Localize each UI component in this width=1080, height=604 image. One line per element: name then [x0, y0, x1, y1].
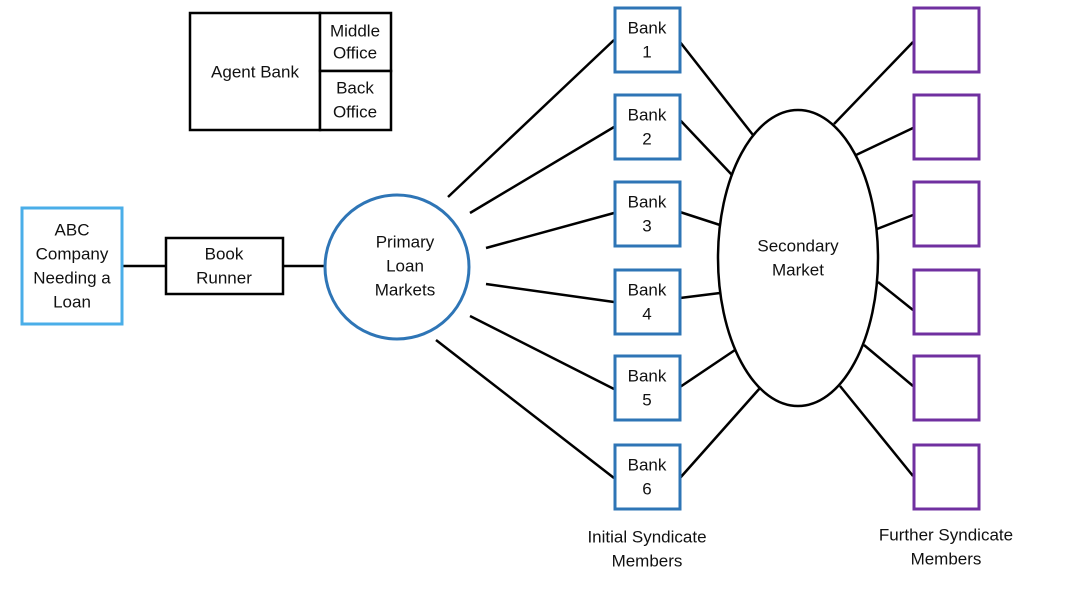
connector-secondary-further-1	[833, 41, 914, 125]
bank-4-label-line: Bank	[628, 281, 667, 300]
company-label-line: Loan	[53, 293, 91, 312]
bank-2-label-line: 2	[642, 130, 651, 149]
bank-1-label-line: 1	[642, 43, 651, 62]
book-runner-label-line: Runner	[196, 269, 252, 288]
nodes: Agent BankMiddleOfficeBackOfficeABCCompa…	[20, 6, 981, 511]
bank-1-label-line: Bank	[628, 19, 667, 38]
middle-office-label-line: Middle	[330, 22, 380, 41]
bank-6-label-line: 6	[642, 480, 651, 499]
primary-loan-markets-label-line: Primary	[376, 233, 435, 252]
connector-bank-4-secondary	[679, 291, 721, 300]
back-office-label-line: Office	[333, 103, 377, 122]
bank-3-box	[613, 180, 682, 248]
connector-primary-bank-6	[435, 339, 615, 479]
connector-primary-bank-1	[447, 39, 615, 198]
back-office-label-line: Back	[336, 79, 374, 98]
company-label-line: Company	[36, 245, 109, 264]
further-member-1-box	[912, 6, 981, 74]
connector-secondary-further-6	[839, 385, 914, 477]
connector-secondary-further-2	[855, 126, 914, 157]
connector-bank-1-secondary	[679, 41, 754, 136]
further-member-3-box	[912, 180, 981, 248]
agent-bank-box	[188, 11, 322, 132]
book-runner-box	[164, 236, 285, 296]
bank-3-label-line: Bank	[628, 193, 667, 212]
initial-syndicate-caption-line: Members	[612, 552, 683, 571]
bank-6-box	[613, 443, 682, 511]
connector-primary-bank-4	[485, 282, 615, 304]
primary-loan-markets-circle	[323, 193, 471, 341]
initial-syndicate-caption-line: Initial Syndicate	[587, 528, 706, 547]
connector-bank-5-secondary	[679, 348, 736, 389]
connector-bank-6-secondary	[679, 387, 761, 479]
bank-5-label-line: Bank	[628, 367, 667, 386]
primary-loan-markets-label-line: Loan	[386, 257, 424, 276]
middle-office-label-line: Office	[333, 44, 377, 63]
bank-3-label-line: 3	[642, 217, 651, 236]
secondary-market-label-line: Market	[772, 261, 824, 280]
middle-office-box	[318, 11, 393, 73]
further-syndicate-caption-line: Members	[911, 550, 982, 569]
book-runner-label-line: Book	[205, 245, 244, 264]
secondary-market-ellipse	[716, 108, 880, 408]
agent-bank-label: Agent Bank	[211, 63, 299, 82]
bank-5-box	[613, 354, 682, 422]
bank-2-box	[613, 93, 682, 161]
connector-bank-3-secondary	[679, 210, 721, 227]
back-office-box	[318, 69, 393, 132]
connector-primary-bank-3	[485, 211, 615, 250]
further-syndicate-caption-line: Further Syndicate	[879, 526, 1013, 545]
company-box	[20, 206, 124, 326]
bank-4-label-line: 4	[642, 305, 651, 324]
company-label-line: ABC	[55, 221, 90, 240]
bank-4-box	[613, 268, 682, 336]
connector-secondary-further-3	[876, 213, 914, 231]
bank-1-box	[613, 6, 682, 74]
connector-secondary-further-5	[863, 344, 914, 387]
company-label-line: Needing a	[33, 269, 111, 288]
primary-loan-markets-label-line: Markets	[375, 281, 435, 300]
bank-5-label-line: 5	[642, 391, 651, 410]
further-member-2-box	[912, 93, 981, 161]
connectors	[123, 39, 914, 479]
secondary-market-label-line: Secondary	[757, 237, 839, 256]
bank-6-label-line: Bank	[628, 456, 667, 475]
connector-secondary-further-4	[877, 281, 914, 311]
further-member-4-box	[912, 268, 981, 336]
further-member-6-box	[912, 443, 981, 511]
bank-2-label-line: Bank	[628, 106, 667, 125]
connector-bank-2-secondary	[679, 119, 733, 176]
further-member-5-box	[912, 354, 981, 422]
connector-primary-bank-5	[469, 314, 615, 391]
connector-primary-bank-2	[469, 125, 615, 215]
